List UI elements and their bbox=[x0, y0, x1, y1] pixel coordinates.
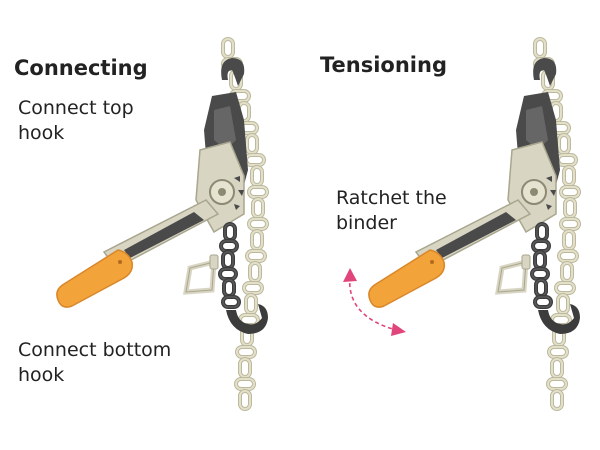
ratchet-rotation-arrow-icon bbox=[343, 268, 406, 336]
caption-connect-top-hook: Connect top hook bbox=[18, 97, 134, 144]
panel-title-connecting: Connecting bbox=[14, 56, 148, 80]
panel-title-tensioning: Tensioning bbox=[320, 53, 447, 77]
caption-connect-bottom-hook: Connect bottom hook bbox=[18, 339, 172, 386]
caption-ratchet-the-binder: Ratchet the binder bbox=[336, 187, 447, 234]
